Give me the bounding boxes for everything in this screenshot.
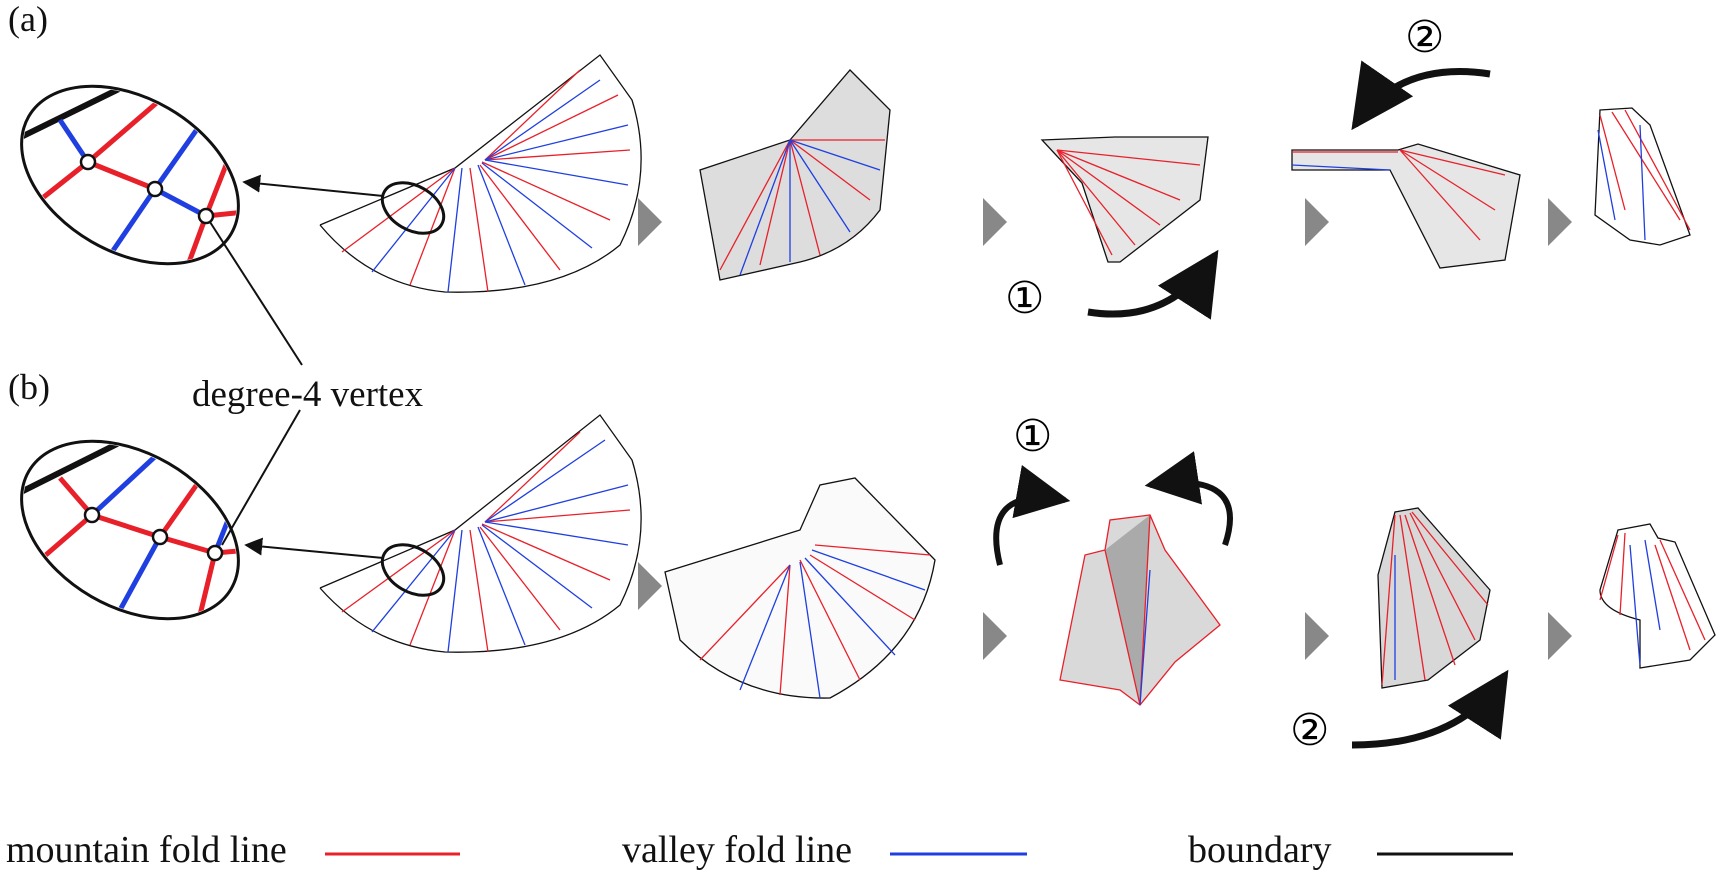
step-label-2-a: ② xyxy=(1405,12,1444,63)
vertex-marker xyxy=(206,544,224,562)
degree-4-vertex-callout: degree-4 vertex xyxy=(192,374,424,415)
stage-arrow xyxy=(983,612,1007,660)
panel-a: ① ② xyxy=(13,12,1691,366)
legend-label-mountain: mountain fold line xyxy=(6,829,287,871)
rotation-arrow-2-a xyxy=(1351,60,1491,131)
stage-arrow xyxy=(1548,612,1572,660)
zoom-pointer-arrow-a xyxy=(242,174,384,197)
folding-stage-a-4 xyxy=(1291,143,1521,269)
stage-arrow xyxy=(1305,198,1329,246)
folding-stage-a-2 xyxy=(699,69,891,281)
vertex-marker xyxy=(151,528,169,546)
callout-leader-a xyxy=(209,221,303,366)
folding-stage-b-2 xyxy=(664,477,936,699)
legend-label-valley: valley fold line xyxy=(622,829,853,871)
rotation-arrow-2-b xyxy=(1351,669,1509,749)
panel-b: ① ② xyxy=(13,409,1716,756)
folding-stage-b-4 xyxy=(1377,507,1491,689)
panel-label-b: (b) xyxy=(8,367,50,407)
stage-arrow xyxy=(638,198,662,246)
vertex-marker xyxy=(146,180,164,198)
folding-stage-a-3 xyxy=(1040,136,1209,263)
folding-stage-a-5 xyxy=(1594,107,1691,246)
callout-leader-b xyxy=(221,409,301,546)
stage-arrow xyxy=(1305,612,1329,660)
folding-stage-b-5 xyxy=(1599,523,1716,669)
step-label-2-b: ② xyxy=(1290,705,1329,756)
zoom-ellipse-b xyxy=(13,437,251,621)
stage-arrow xyxy=(983,198,1007,246)
step-label-1-a: ① xyxy=(1005,273,1044,324)
crease-pattern-a xyxy=(319,54,642,293)
zoom-pointer-arrow-b xyxy=(244,537,384,559)
stage-arrow xyxy=(638,562,662,610)
vertex-marker xyxy=(197,207,215,225)
stage-arrow xyxy=(1548,198,1572,246)
panel-label-a: (a) xyxy=(8,0,48,39)
folding-stage-b-3 xyxy=(1059,514,1221,706)
step-label-1-b: ① xyxy=(1013,411,1052,462)
vertex-marker xyxy=(83,506,101,524)
vertex-marker xyxy=(79,153,97,171)
crease-pattern-b xyxy=(319,414,642,653)
rotation-arrow-1-b-left xyxy=(993,464,1071,566)
rotation-arrow-1-b-right xyxy=(1144,451,1233,546)
rotation-arrow-1-a xyxy=(1087,249,1219,320)
zoom-ellipse-a xyxy=(13,83,246,266)
legend-label-boundary: boundary xyxy=(1188,829,1332,871)
